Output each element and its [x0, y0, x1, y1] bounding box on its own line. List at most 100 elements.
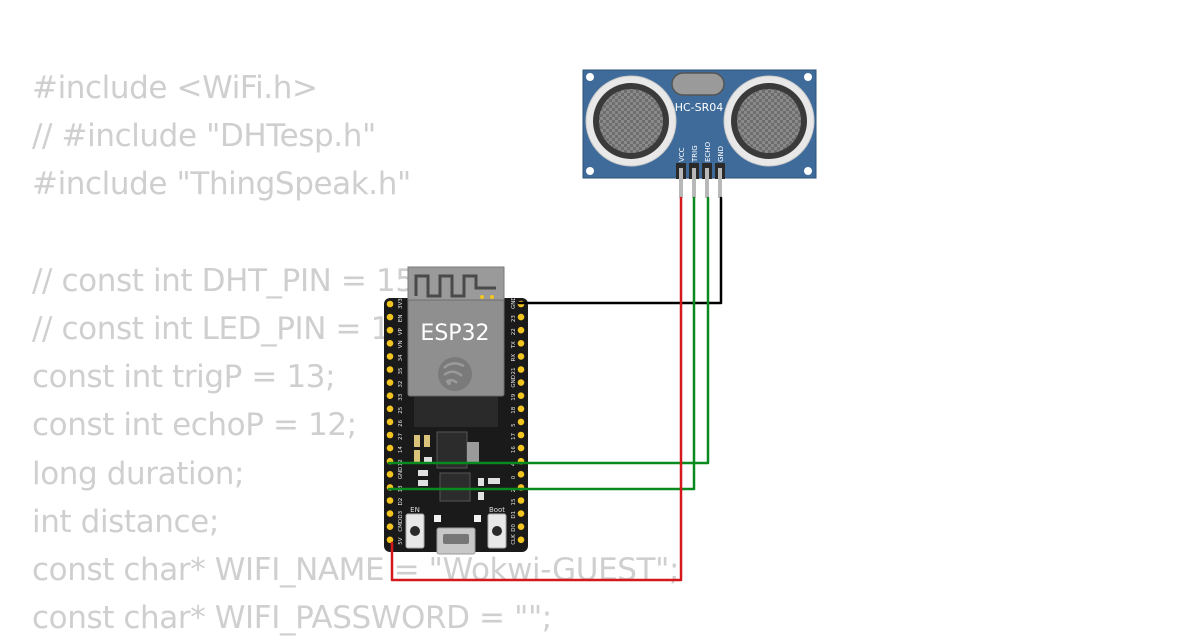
sensor-model-label: HC-SR04 [675, 101, 724, 114]
header-pin-left-27[interactable] [386, 431, 394, 439]
module-pads [414, 397, 498, 427]
code-line: int distance; [32, 503, 219, 540]
header-pin-left-d2[interactable] [386, 497, 394, 504]
header-pin-right-rx[interactable] [517, 353, 525, 360]
pin-label-right-0: 0 [511, 475, 517, 479]
header-pin-left-35[interactable] [386, 366, 394, 373]
pin-label-left-32: 32 [398, 381, 404, 388]
header-pin-right-17[interactable] [517, 431, 525, 439]
header-pin-right-21[interactable] [517, 366, 525, 373]
pin-label-left-3v3: 3V3 [398, 298, 404, 309]
pin-label-right-21: 21 [511, 368, 517, 375]
mounting-hole [804, 167, 812, 175]
header-pin-left-3v3[interactable] [386, 300, 394, 308]
pin-label-left-d3: D3 [398, 510, 404, 518]
antenna-trace [414, 274, 496, 298]
header-pin-left-d3[interactable] [386, 510, 394, 517]
header-pin-left-vn[interactable] [386, 340, 394, 347]
sensor-pin-label-vcc: VCC [678, 147, 686, 162]
sensor-pin-label-echo: ECHO [704, 141, 712, 162]
hc-sr04-sensor[interactable]: HC-SR04 VCC TRIG ECHO GND [582, 69, 817, 198]
header-pin-right-d0[interactable] [517, 523, 525, 530]
pin-label-right-d1: D1 [511, 511, 517, 519]
pin-label-right-gnd: GND [511, 296, 517, 309]
pin-label-right-17: 17 [511, 433, 517, 440]
pin-label-right-gnd: GND [511, 375, 517, 388]
wires [387, 196, 723, 582]
antenna-area [407, 266, 505, 306]
header-pin-right-22[interactable] [517, 326, 525, 334]
header-pin-left-cmd[interactable] [386, 523, 394, 530]
pin-label-left-27: 27 [398, 433, 404, 440]
header-pin-right-tx[interactable] [517, 340, 525, 347]
pin-label-right-18: 18 [511, 406, 517, 413]
pin-label-right-5: 5 [511, 423, 517, 427]
header-pin-right-0[interactable] [517, 471, 525, 478]
header-pin-right-15[interactable] [517, 497, 525, 504]
pin-label-left-5v: 5V [398, 537, 404, 544]
wire-vcc[interactable] [390, 196, 683, 582]
wire-trig[interactable] [387, 196, 696, 491]
wire-gnd[interactable] [517, 196, 723, 305]
header-pin-right-19[interactable] [517, 392, 525, 400]
header-pin-right-16[interactable] [517, 444, 525, 452]
code-line: const int echoP = 12; [32, 407, 357, 444]
code-editor-background: #include <WiFi.h>// #include "DHTesp.h"#… [32, 64, 679, 642]
pin-label-right-d0: D0 [511, 523, 517, 531]
header-pin-right-gnd[interactable] [517, 379, 525, 386]
header-pin-right-18[interactable] [517, 405, 525, 413]
header-pin-left-vp[interactable] [386, 326, 394, 334]
header-pin-left-14[interactable] [386, 444, 394, 452]
transducer-left [585, 75, 677, 167]
en-button-label: EN [410, 506, 420, 514]
pin-label-left-25: 25 [398, 406, 404, 413]
power-led [434, 515, 441, 522]
esp32-module-shield [407, 299, 505, 397]
header-pin-left-26[interactable] [386, 418, 394, 426]
boot-button-label: Boot [489, 506, 505, 514]
pin-label-right-tx: TX [511, 341, 517, 349]
pin-label-right-19: 19 [511, 393, 517, 400]
pin-label-left-en: EN [398, 315, 404, 323]
pin-label-left-14: 14 [398, 446, 404, 453]
crystal-oscillator [671, 72, 725, 96]
code-line: // const int DHT_PIN = 15; [32, 262, 425, 299]
pin-label-right-23: 23 [511, 315, 517, 322]
pin-label-left-35: 35 [398, 367, 404, 374]
sensor-header-pins[interactable] [676, 163, 725, 198]
pin-label-right-16: 16 [511, 446, 517, 453]
code-line: // const int LED_PIN = 14; [32, 310, 420, 347]
sensor-pin-label-gnd: GND [717, 146, 725, 162]
pin-label-left-d2: D2 [398, 498, 404, 506]
transducer-right [723, 75, 815, 167]
mounting-hole [586, 167, 594, 175]
header-pin-left-gnd[interactable] [386, 471, 394, 478]
pin-label-left-26: 26 [398, 419, 404, 426]
en-button[interactable]: EN [405, 506, 425, 549]
boot-button[interactable]: Boot [487, 506, 507, 549]
pin-label-left-gnd: GND [398, 467, 404, 480]
header-pin-left-25[interactable] [386, 405, 394, 413]
code-line: const int trigP = 13; [32, 359, 336, 396]
header-pin-left-en[interactable] [386, 313, 394, 321]
header-pin-right-d1[interactable] [517, 510, 525, 517]
header-pin-right-23[interactable] [517, 313, 525, 321]
header-pin-left-34[interactable] [386, 353, 394, 360]
pin-label-right-2: 2 [511, 489, 517, 493]
header-pin-right-clk[interactable] [517, 536, 525, 544]
esp32-devkit[interactable]: ESP32 EN [384, 266, 528, 555]
espressif-logo-icon [438, 357, 472, 391]
wire-echo[interactable] [387, 196, 710, 465]
pin-label-right-15: 15 [511, 498, 517, 505]
header-pin-left-32[interactable] [386, 379, 394, 386]
header-pin-right-5[interactable] [517, 418, 525, 426]
status-led [474, 515, 481, 522]
sensor-pin-label-trig: TRIG [691, 145, 699, 163]
esp32-chip-label: ESP32 [420, 321, 489, 346]
code-line: long duration; [32, 455, 245, 492]
pin-label-right-22: 22 [511, 328, 517, 335]
header-pin-left-5v[interactable] [386, 536, 394, 544]
header-pin-left-33[interactable] [386, 392, 394, 400]
